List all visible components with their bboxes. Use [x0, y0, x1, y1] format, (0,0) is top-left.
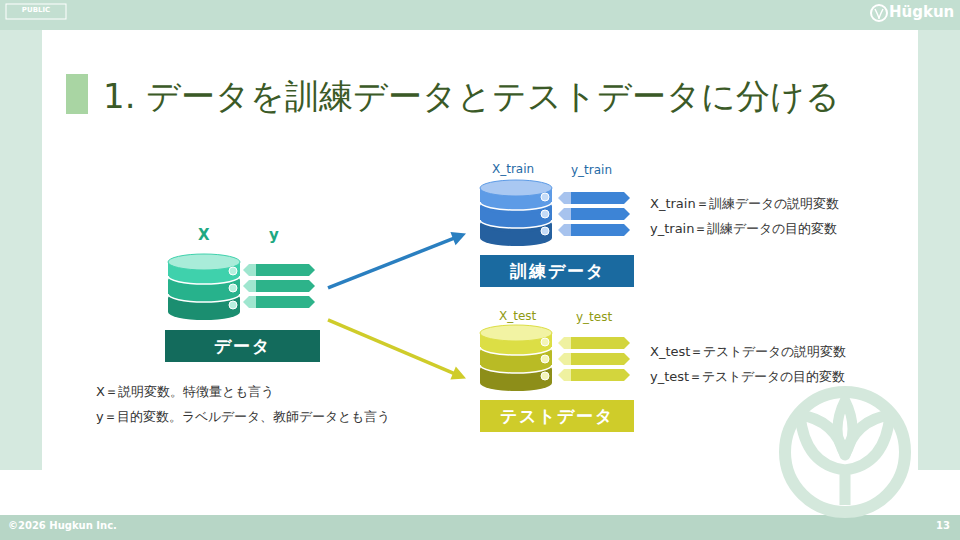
arrow-head [450, 367, 466, 380]
cylinder-dot [541, 372, 549, 380]
footer-bar [0, 515, 960, 540]
data-group: データ [165, 248, 320, 362]
ribbon-tag [558, 337, 571, 349]
text-label: X_test＝テストデータの説明変数 [650, 344, 846, 360]
text-label: y [269, 226, 279, 244]
cylinder-dot [229, 301, 237, 309]
arrow-head [450, 232, 466, 245]
text-label: y_train＝訓練データの目的変数 [650, 221, 837, 237]
band-label: データ [214, 335, 271, 358]
ribbon-tag [558, 369, 571, 381]
cylinder-dot [541, 338, 549, 346]
ribbon-tag [558, 192, 571, 204]
database-icon [480, 325, 630, 391]
text-label: y_train [571, 163, 612, 177]
data-group: 訓練データ [480, 180, 634, 287]
split-arrow [328, 232, 466, 288]
watermark-ring [785, 392, 905, 512]
cylinder-cap [480, 180, 552, 196]
cylinder-dot [229, 267, 237, 275]
watermark-leaf [800, 415, 890, 505]
cylinder-dot [229, 284, 237, 292]
band-label: テストデータ [500, 405, 614, 428]
arrow-line [328, 238, 455, 288]
ribbon-tag [243, 280, 256, 292]
text-label: y＝目的変数。ラベルデータ、教師データとも言う [96, 409, 390, 425]
tag-outline [6, 4, 66, 19]
ribbon-tag [558, 208, 571, 220]
text-label: X [198, 226, 210, 244]
database-icon [168, 254, 315, 320]
cylinder-dot [541, 227, 549, 235]
watermark-logo [785, 392, 905, 512]
arrow-line [328, 320, 455, 374]
database-icon [480, 180, 630, 246]
logo-icon-leaf [875, 9, 883, 19]
text-label: Hügkun [889, 3, 954, 21]
band-label: 訓練データ [510, 260, 605, 283]
dataset-band: 訓練データ [480, 255, 634, 287]
cylinder-dot [541, 210, 549, 218]
text-label: ©2026 Hugkun Inc. [8, 520, 117, 532]
ribbon-tag [558, 224, 571, 236]
dataset-band: データ [165, 330, 320, 362]
text-label: PUBLIC [6, 6, 66, 14]
cylinder-dot [541, 355, 549, 363]
dataset-band: テストデータ [480, 400, 634, 432]
split-arrow [328, 320, 466, 380]
text-label: X_train＝訓練データの説明変数 [650, 196, 839, 212]
text-label: X_train [492, 162, 534, 176]
cylinder-cap [480, 325, 552, 341]
slide-title: 1. データを訓練データとテストデータに分ける [103, 76, 840, 117]
ribbon-tag [243, 296, 256, 308]
text-label: X_test [499, 309, 536, 323]
text-label: y_test [576, 310, 612, 324]
cylinder-cap [168, 254, 240, 270]
cylinder-dot [541, 193, 549, 201]
ribbon-tag [243, 264, 256, 276]
text-label: 13 [936, 520, 950, 532]
title-marker [66, 74, 88, 114]
header-bar [0, 0, 960, 30]
data-group: テストデータ [480, 325, 634, 432]
text-label: X＝説明変数。特徴量とも言う [96, 384, 274, 400]
ribbon-tag [558, 353, 571, 365]
watermark-bud [838, 400, 853, 455]
logo-icon [871, 5, 887, 21]
text-label: y_test＝テストデータの目的変数 [650, 369, 845, 385]
